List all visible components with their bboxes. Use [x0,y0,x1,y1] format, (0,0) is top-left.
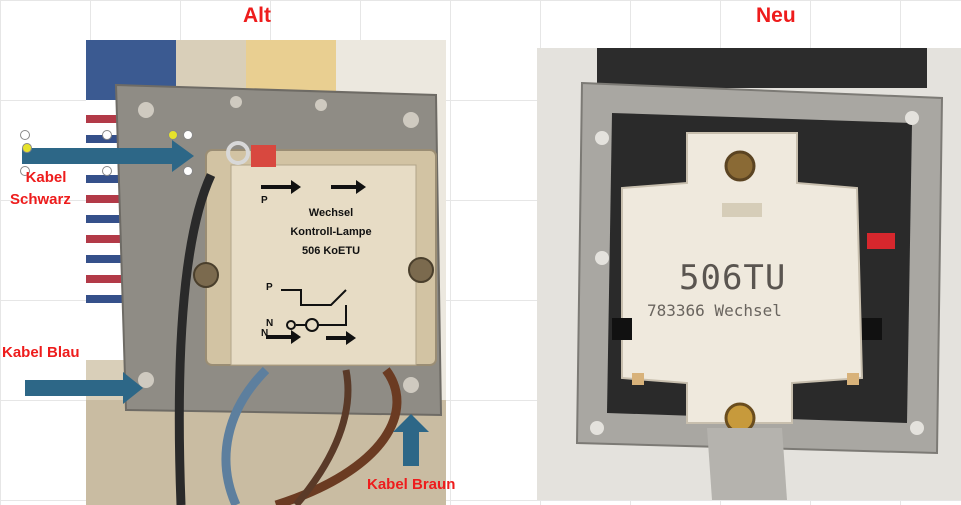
old-print-line3: 506 KoETU [301,245,361,257]
label-black-cable: Kabel [22,167,70,189]
red-terminal-release [867,233,895,249]
adjust-handle[interactable] [22,143,32,153]
selection-handle[interactable] [20,166,30,176]
new-switch-code: 783366 Wechsel [647,301,782,320]
old-print-n2: N [261,328,269,339]
brown-wire [274,367,402,505]
blue-wire [221,366,270,505]
new-switch-model: 506TU [679,258,787,298]
selection-handle[interactable] [183,166,193,176]
black-wire [174,173,216,505]
old-print-line2: Kontroll-Lampe [290,226,372,238]
label-brown-cable: Kabel Braun [367,476,456,493]
selection-handle[interactable] [20,130,30,140]
label-blue-cable: Kabel Blau [2,344,80,361]
old-print-n: N [266,318,274,329]
old-switch-print: Wechsel Kontroll-Lampe 506 KoETU [286,204,376,261]
heading-new: Neu [756,4,796,27]
arrow-black-cable [22,140,194,172]
selection-handle[interactable] [102,166,112,176]
heading-old: Alt [243,4,271,27]
photo-new-switch: 506TU 783366 Wechsel [537,48,961,500]
label-black-cable-line1: Kabel [25,169,67,186]
arrow-blue-cable [25,372,143,404]
selection-handle[interactable] [183,130,193,140]
old-switch-illustration [86,40,446,505]
selection-handle[interactable] [102,130,112,140]
old-print-p2: P [266,282,273,293]
old-print-p: P [261,195,268,206]
label-black-cable-line2: Schwarz [10,191,71,208]
old-print-line1: Wechsel [308,207,354,219]
adjust-handle[interactable] [168,130,178,140]
photo-old-switch: Wechsel Kontroll-Lampe 506 KoETU P P N N [86,40,446,505]
arrow-brown-cable [393,414,429,466]
new-switch-illustration [537,48,961,500]
new-switch-insert [621,132,864,424]
